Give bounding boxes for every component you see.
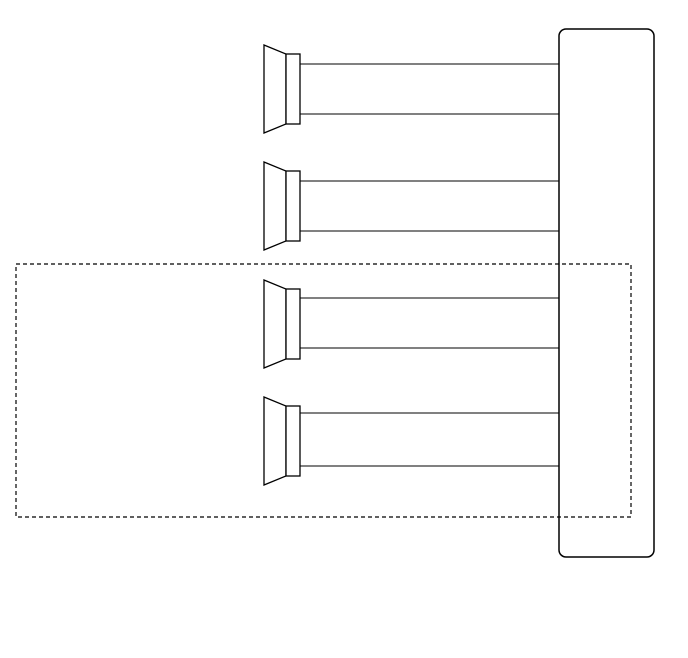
speaker-2 xyxy=(263,161,301,251)
speaker-magnet-icon xyxy=(285,170,301,242)
speaker-1 xyxy=(263,44,301,134)
amplifier-box xyxy=(558,28,655,558)
wires xyxy=(300,63,559,467)
speaker-magnet-icon xyxy=(285,405,301,477)
speaker-cone-icon xyxy=(263,396,287,486)
speaker-magnet-icon xyxy=(285,288,301,360)
speakers xyxy=(263,44,301,486)
speaker-3 xyxy=(263,279,301,369)
speaker-cone-icon xyxy=(263,161,287,251)
speaker-magnet-icon xyxy=(285,53,301,125)
speaker-cone-icon xyxy=(263,279,287,369)
speaker-4 xyxy=(263,396,301,486)
speaker-cone-icon xyxy=(263,44,287,134)
